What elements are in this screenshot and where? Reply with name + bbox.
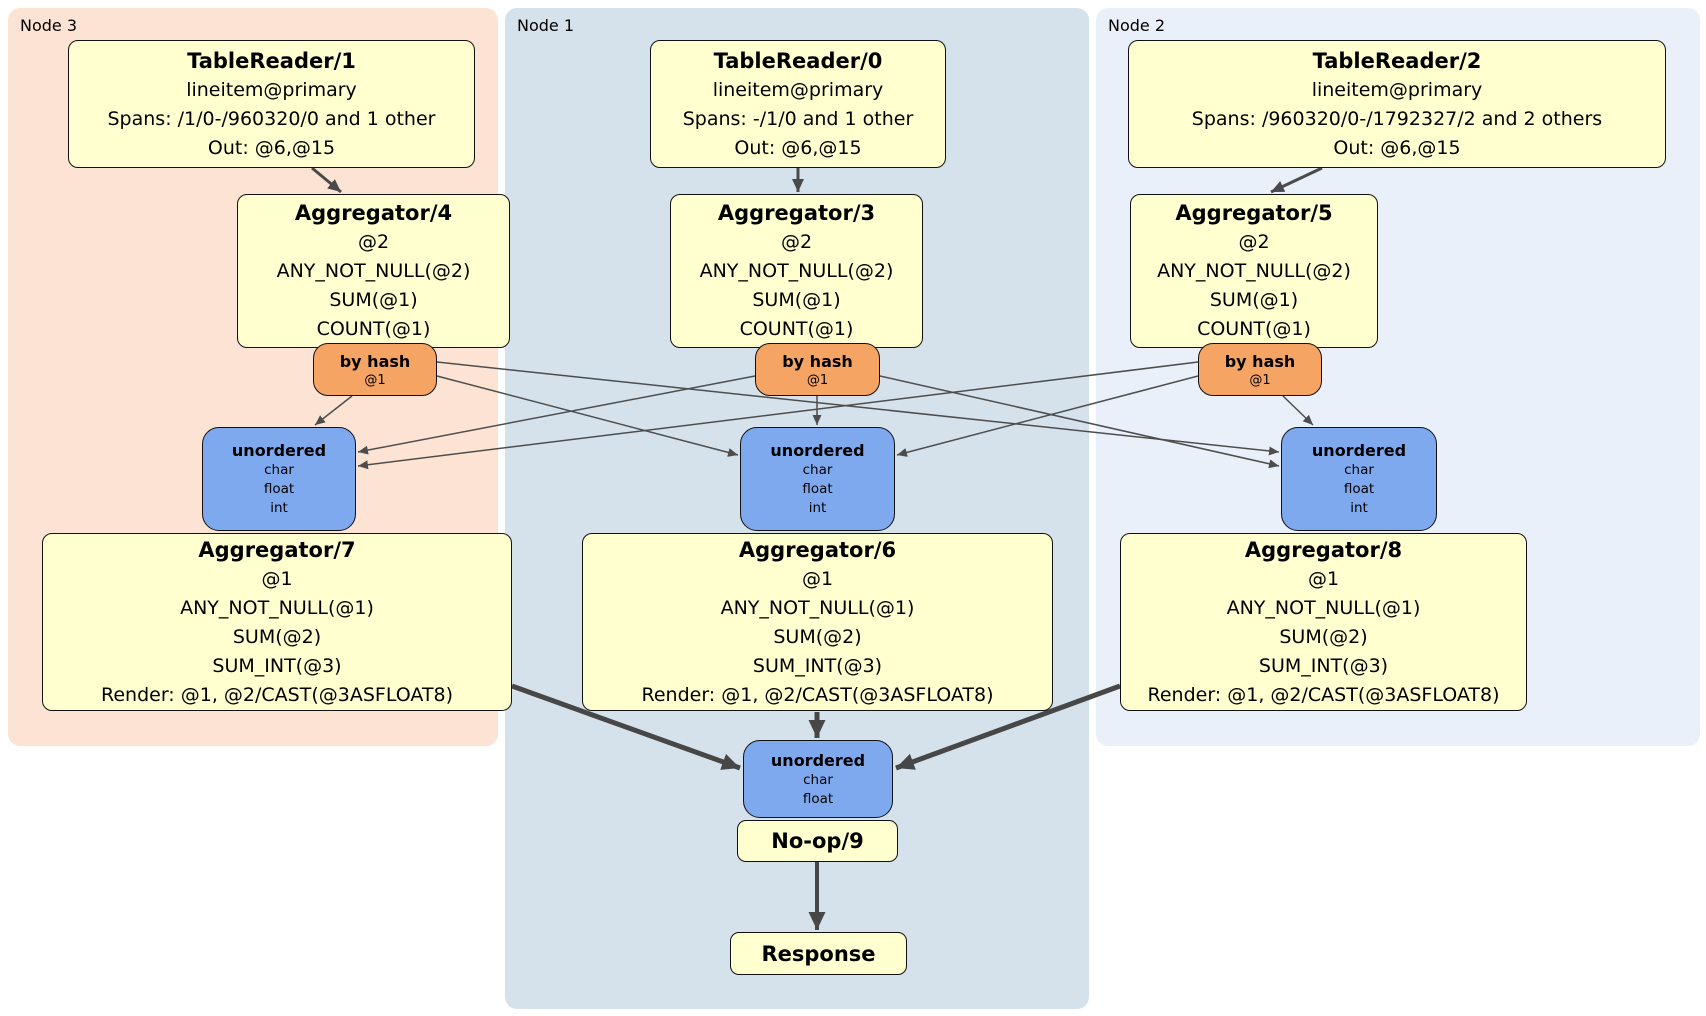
processor-detail: SUM(@2) <box>773 625 862 648</box>
sync-type: char <box>802 462 833 478</box>
processor-detail: ANY_NOT_NULL(@1) <box>1226 596 1421 619</box>
processor-detail: Spans: -/1/0 and 1 other <box>682 107 914 130</box>
processor-detail: ANY_NOT_NULL(@2) <box>1157 260 1351 282</box>
router-by-hash-node3: by hash @1 <box>313 343 437 396</box>
processor-detail: COUNT(@1) <box>316 318 431 340</box>
processor-title: Aggregator/4 <box>294 201 453 225</box>
processor-aggregator-7: Aggregator/7 @1 ANY_NOT_NULL(@1) SUM(@2)… <box>42 533 512 711</box>
processor-detail: SUM(@2) <box>232 625 322 648</box>
processor-detail: SUM_INT(@3) <box>212 654 342 677</box>
processor-detail: @1 <box>261 567 293 590</box>
processor-aggregator-4: Aggregator/4 @2 ANY_NOT_NULL(@2) SUM(@1)… <box>237 194 510 348</box>
router-by-hash-node1: by hash @1 <box>755 343 880 396</box>
processor-detail: COUNT(@1) <box>1197 318 1311 340</box>
sync-unordered-final: unordered char float <box>743 740 893 818</box>
processor-aggregator-8: Aggregator/8 @1 ANY_NOT_NULL(@1) SUM(@2)… <box>1120 533 1527 711</box>
processor-detail: @1 <box>801 567 834 590</box>
router-title: by hash <box>1224 351 1296 371</box>
router-by-hash-node2: by hash @1 <box>1198 343 1322 396</box>
processor-detail: SUM_INT(@3) <box>1258 654 1389 677</box>
processor-title: TableReader/2 <box>1312 48 1482 73</box>
sync-type: int <box>1350 500 1368 516</box>
response-node: Response <box>730 932 907 975</box>
sync-title: unordered <box>770 750 866 770</box>
processor-detail: Spans: /1/0-/960320/0 and 1 other <box>107 107 436 130</box>
response-title: Response <box>761 941 876 966</box>
sync-type: float <box>802 790 834 807</box>
processor-detail: Render: @1, @2/CAST(@3ASFLOAT8) <box>101 683 453 706</box>
region-node3-label: Node 3 <box>20 16 78 35</box>
processor-detail: SUM(@1) <box>329 289 418 311</box>
processor-tablereader-2: TableReader/2 lineitem@primary Spans: /9… <box>1128 40 1666 168</box>
sync-type: float <box>1343 481 1375 497</box>
edges-aggregator-to-final-sync <box>511 683 1121 771</box>
sync-type: int <box>270 500 288 516</box>
processor-detail: Render: @1, @2/CAST(@3ASFLOAT8) <box>641 683 994 706</box>
processor-title: TableReader/0 <box>713 48 883 73</box>
processor-title: No-op/9 <box>771 829 864 853</box>
processor-detail: ANY_NOT_NULL(@1) <box>180 596 374 619</box>
processor-title: Aggregator/3 <box>717 201 876 225</box>
processor-detail: Out: @6,@15 <box>734 136 862 159</box>
processor-detail: @2 <box>780 231 813 253</box>
processor-detail: lineitem@primary <box>712 78 884 101</box>
region-node2-label: Node 2 <box>1108 16 1166 35</box>
processor-noop-9: No-op/9 <box>737 820 898 862</box>
processor-detail: SUM_INT(@3) <box>752 654 883 677</box>
processor-aggregator-5: Aggregator/5 @2 ANY_NOT_NULL(@2) SUM(@1)… <box>1130 194 1378 348</box>
processor-detail: ANY_NOT_NULL(@2) <box>276 260 471 282</box>
edges-router-to-sync <box>314 361 1314 470</box>
processor-aggregator-3: Aggregator/3 @2 ANY_NOT_NULL(@2) SUM(@1)… <box>670 194 923 348</box>
router-detail: @1 <box>1249 372 1271 388</box>
region-node1-label: Node 1 <box>517 16 575 35</box>
processor-detail: SUM(@1) <box>752 289 841 311</box>
sync-type: char <box>803 771 833 788</box>
processor-detail: ANY_NOT_NULL(@2) <box>699 260 894 282</box>
router-title: by hash <box>339 351 411 371</box>
sync-title: unordered <box>770 441 865 460</box>
sync-unordered-node2: unordered char float int <box>1281 427 1437 531</box>
processor-detail: Out: @6,@15 <box>1333 136 1461 159</box>
processor-detail: @1 <box>1307 567 1340 590</box>
sync-type: float <box>802 481 833 497</box>
processor-detail: SUM(@1) <box>1209 289 1299 311</box>
sync-title: unordered <box>231 441 327 460</box>
processor-detail: @2 <box>357 231 390 253</box>
processor-title: Aggregator/5 <box>1175 201 1333 225</box>
processor-detail: ANY_NOT_NULL(@1) <box>720 596 915 619</box>
processor-aggregator-6: Aggregator/6 @1 ANY_NOT_NULL(@1) SUM(@2)… <box>582 533 1053 711</box>
processor-detail: Out: @6,@15 <box>207 136 336 159</box>
processor-detail: lineitem@primary <box>1311 78 1483 101</box>
processor-detail: COUNT(@1) <box>739 318 854 340</box>
sync-title: unordered <box>1311 441 1407 460</box>
processor-tablereader-1: TableReader/1 lineitem@primary Spans: /1… <box>68 40 475 168</box>
sync-type: int <box>808 500 827 516</box>
processor-tablereader-0: TableReader/0 lineitem@primary Spans: -/… <box>650 40 946 168</box>
processor-detail: Spans: /960320/0-/1792327/2 and 2 others <box>1191 107 1603 130</box>
sync-unordered-node3: unordered char float int <box>202 427 356 531</box>
processor-detail: Render: @1, @2/CAST(@3ASFLOAT8) <box>1147 683 1500 706</box>
sync-type: char <box>264 462 294 478</box>
sync-type: char <box>1344 462 1374 478</box>
router-title: by hash <box>782 351 853 371</box>
sync-type: float <box>263 481 295 497</box>
router-detail: @1 <box>364 372 386 388</box>
processor-title: Aggregator/6 <box>738 537 897 562</box>
processor-detail: SUM(@2) <box>1279 625 1368 648</box>
processor-title: Aggregator/8 <box>1244 537 1403 562</box>
processor-title: TableReader/1 <box>187 48 356 73</box>
processor-detail: @2 <box>1238 231 1270 253</box>
processor-title: Aggregator/7 <box>198 537 356 562</box>
sync-unordered-node1: unordered char float int <box>740 427 895 531</box>
edges-tablereader-to-aggregator <box>311 166 1323 194</box>
processor-detail: lineitem@primary <box>186 78 357 101</box>
router-detail: @1 <box>806 372 829 388</box>
